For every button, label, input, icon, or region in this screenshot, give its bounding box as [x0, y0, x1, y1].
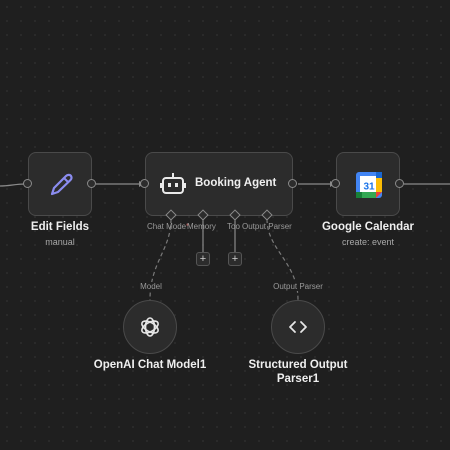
- openai-icon: [138, 315, 162, 344]
- memory-port-label: Memory: [187, 222, 216, 231]
- booking-agent-output-port[interactable]: [288, 179, 297, 188]
- edit-fields-input-port[interactable]: [23, 179, 32, 188]
- google-calendar-subtitle: create: event: [341, 237, 395, 247]
- google-calendar-node[interactable]: 31: [336, 152, 400, 216]
- chat-model-port-label: Chat Mode*: [147, 222, 190, 231]
- google-calendar-icon: 31: [355, 171, 383, 204]
- google-calendar-output-port[interactable]: [395, 179, 404, 188]
- tool-port-label: Too: [227, 222, 240, 231]
- google-calendar-input-port[interactable]: [331, 179, 340, 188]
- code-brackets-icon: [287, 317, 309, 342]
- wire-incoming: [0, 183, 26, 187]
- model-connection-label: Model: [138, 282, 164, 291]
- booking-agent-node[interactable]: Booking Agent: [145, 152, 293, 216]
- structured-output-parser-title-line2: Parser1: [276, 373, 320, 385]
- add-tool-button[interactable]: +: [228, 252, 242, 266]
- openai-chat-model-title: OpenAI Chat Model1: [93, 359, 207, 371]
- edit-fields-output-port[interactable]: [87, 179, 96, 188]
- add-memory-button[interactable]: +: [196, 252, 210, 266]
- google-calendar-title: Google Calendar: [321, 221, 415, 233]
- robot-icon: [160, 171, 186, 202]
- edit-fields-node[interactable]: [28, 152, 92, 216]
- edit-fields-title: Edit Fields: [30, 221, 90, 233]
- openai-chat-model-node[interactable]: [123, 300, 177, 354]
- output-parser-port-label: Output Parser: [242, 222, 292, 231]
- edit-fields-subtitle: manual: [45, 237, 75, 247]
- booking-agent-input-port[interactable]: [140, 179, 149, 188]
- booking-agent-title: Booking Agent: [195, 177, 277, 189]
- svg-text:31: 31: [363, 182, 375, 193]
- output-parser-connection-label: Output Parser: [271, 282, 325, 291]
- structured-output-parser-title-line1: Structured Output: [248, 359, 348, 371]
- structured-output-parser-node[interactable]: [271, 300, 325, 354]
- pencil-icon: [46, 170, 76, 205]
